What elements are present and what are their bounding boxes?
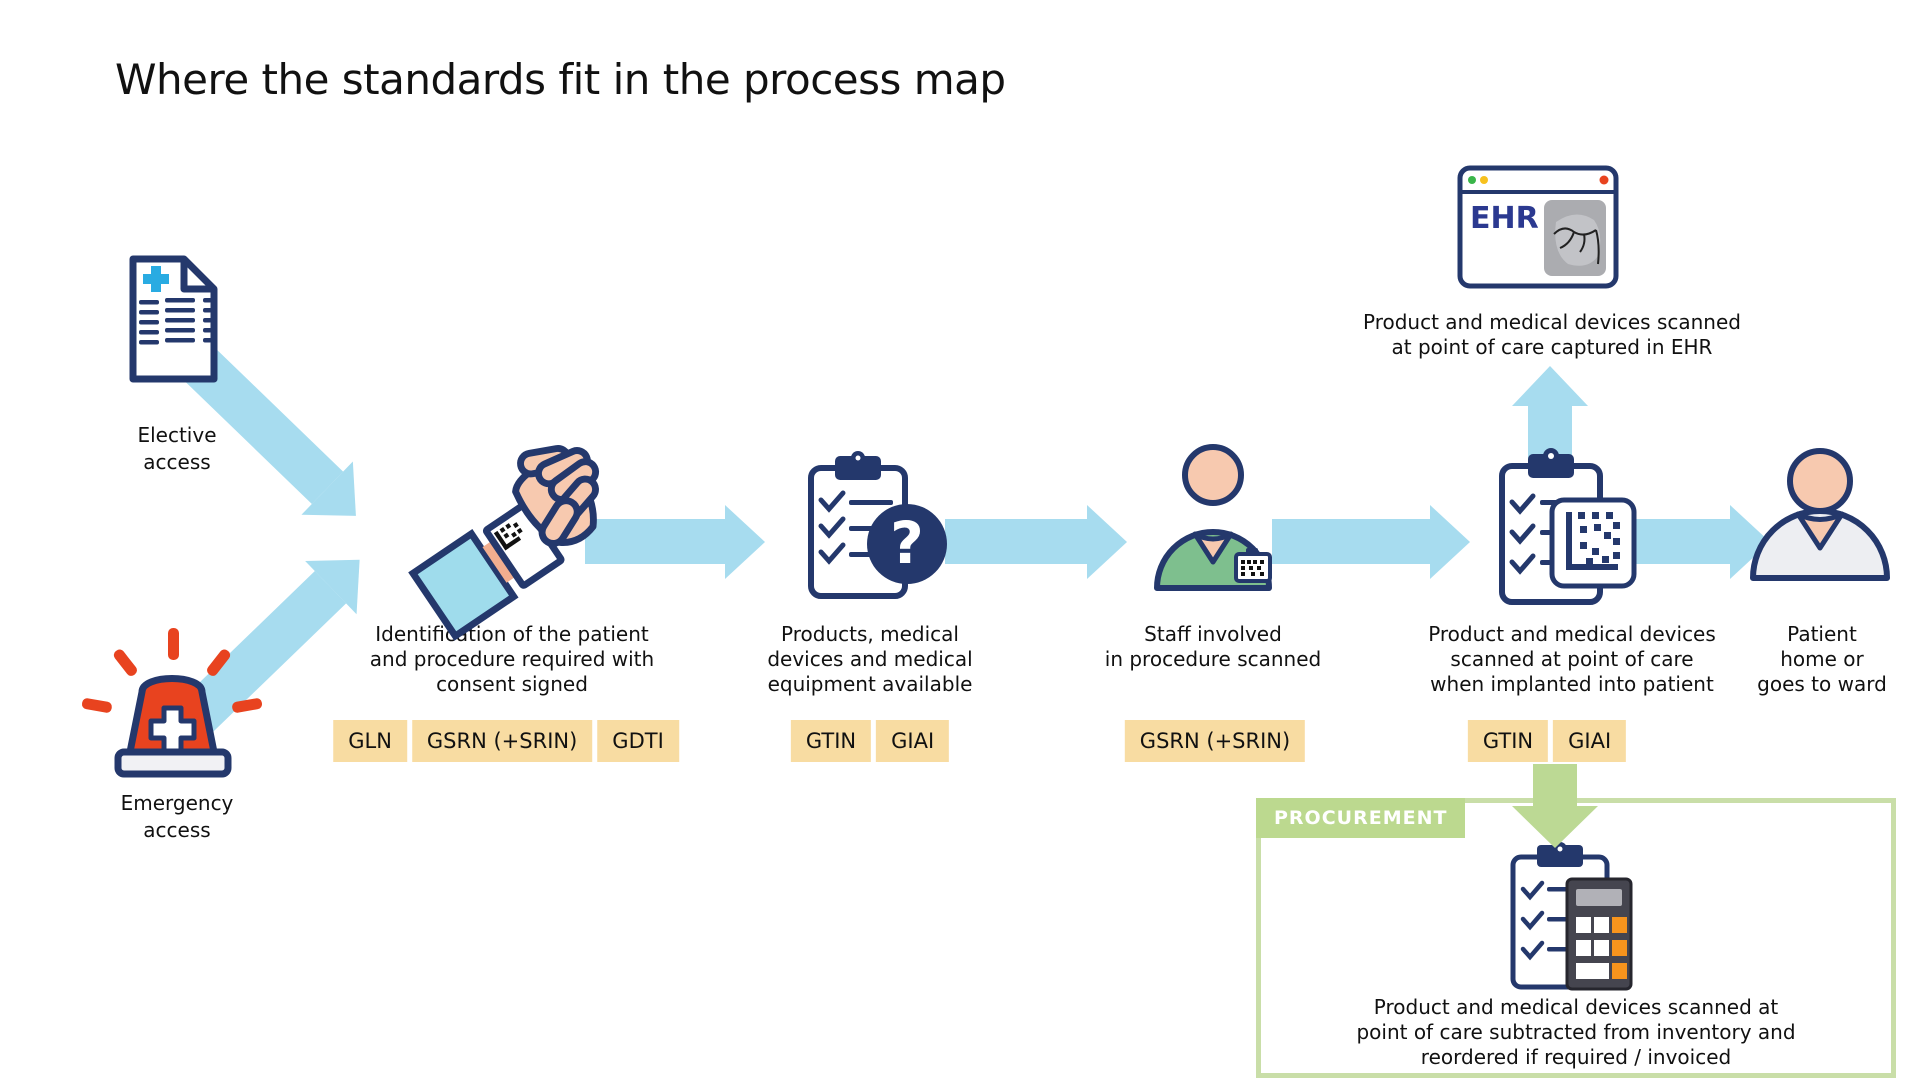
arrow-step4-patient bbox=[1618, 519, 1730, 564]
step4-tags: GTIN GIAI bbox=[1467, 720, 1627, 762]
elective-document-icon bbox=[123, 250, 225, 388]
checklist-barcode-icon bbox=[1494, 444, 1640, 610]
ehr-window-title: EHR bbox=[1470, 201, 1539, 236]
arrow-step2-step3 bbox=[945, 519, 1087, 564]
patient-wristband-icon bbox=[408, 445, 625, 641]
tag-giai: GIAI bbox=[876, 720, 950, 762]
step2-caption: Products, medical devices and medical eq… bbox=[767, 622, 973, 696]
checklist-question-icon: ? bbox=[801, 448, 951, 603]
arrow-step3-step4 bbox=[1272, 519, 1430, 564]
checklist-calculator-icon bbox=[1499, 837, 1643, 993]
step4-caption: Product and medical devices scanned at p… bbox=[1428, 622, 1716, 696]
tag-gdti: GDTI bbox=[597, 720, 679, 762]
elective-access-label: Elective access bbox=[137, 423, 217, 474]
ehr-window-icon: EHR bbox=[1456, 164, 1620, 290]
patient-caption: Patient home or goes to ward bbox=[1757, 622, 1887, 696]
staff-icon bbox=[1150, 444, 1276, 592]
step2-tags: GTIN GIAI bbox=[790, 720, 950, 762]
step3-tags: GSRN (+SRIN) bbox=[1124, 720, 1306, 762]
question-mark-glyph: ? bbox=[890, 509, 924, 577]
arrow-step4-to-procurement bbox=[1533, 764, 1577, 806]
tag-gsrn: GSRN (+SRIN) bbox=[1124, 720, 1306, 762]
step1-tags: GLN GSRN (+SRIN) GDTI bbox=[333, 720, 679, 762]
procurement-label: PROCUREMENT bbox=[1256, 798, 1466, 838]
tag-gsrn: GSRN (+SRIN) bbox=[411, 720, 593, 762]
procurement-caption: Product and medical devices scanned at p… bbox=[1356, 995, 1796, 1069]
tag-gtin: GTIN bbox=[790, 720, 872, 762]
emergency-access-label: Emergency access bbox=[120, 791, 234, 842]
step3-caption: Staff involved in procedure scanned bbox=[1104, 622, 1322, 671]
emergency-beacon-icon bbox=[80, 628, 264, 792]
tag-gtin: GTIN bbox=[1467, 720, 1549, 762]
tag-giai: GIAI bbox=[1553, 720, 1627, 762]
page-title: Where the standards fit in the process m… bbox=[115, 55, 1006, 104]
ehr-caption: Product and medical devices scanned at p… bbox=[1363, 310, 1741, 359]
arrow-step1-step2 bbox=[585, 519, 725, 564]
patient-icon bbox=[1746, 446, 1894, 582]
tag-gln: GLN bbox=[333, 720, 407, 762]
step1-caption: Identification of the patient and proced… bbox=[369, 622, 655, 696]
